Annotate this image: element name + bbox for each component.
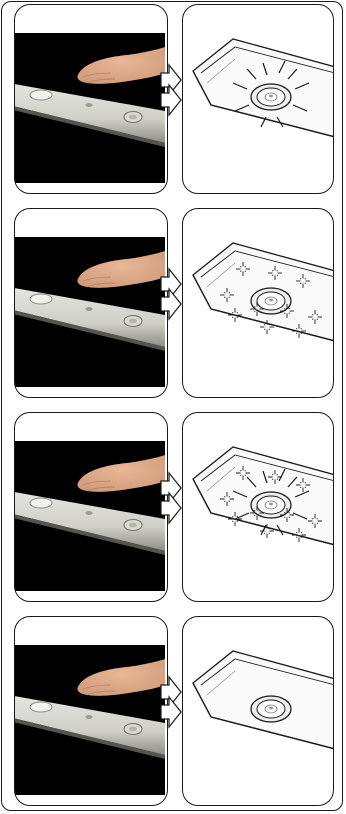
sensor-diagram-panel-2 (182, 208, 334, 398)
sensor-diagram (183, 213, 333, 397)
photo-panel-4 (14, 616, 168, 806)
arrow-right-icon (160, 266, 182, 302)
photo-panel-2 (14, 208, 168, 398)
arrow-right-icon (160, 490, 182, 526)
sensor-diagram (183, 417, 333, 601)
hand-over-sensor-photo (15, 237, 165, 387)
sensor-diagram (183, 621, 333, 805)
hand-over-sensor-photo (15, 441, 165, 591)
arrow-right-icon (160, 674, 182, 710)
arrow-right-icon (160, 694, 182, 730)
arrow-right-icon (160, 286, 182, 322)
arrow-right-icon (160, 470, 182, 506)
hand-over-sensor-photo (15, 645, 165, 795)
sensor-diagram-panel-1 (182, 4, 334, 194)
photo-panel-3 (14, 412, 168, 602)
sensor-diagram-panel-4 (182, 616, 334, 806)
arrow-right-icon (160, 62, 182, 98)
sensor-diagram-panel-3 (182, 412, 334, 602)
hand-over-sensor-photo (15, 33, 165, 183)
photo-panel-1 (14, 4, 168, 194)
sensor-diagram (183, 9, 333, 193)
arrow-right-icon (160, 82, 182, 118)
